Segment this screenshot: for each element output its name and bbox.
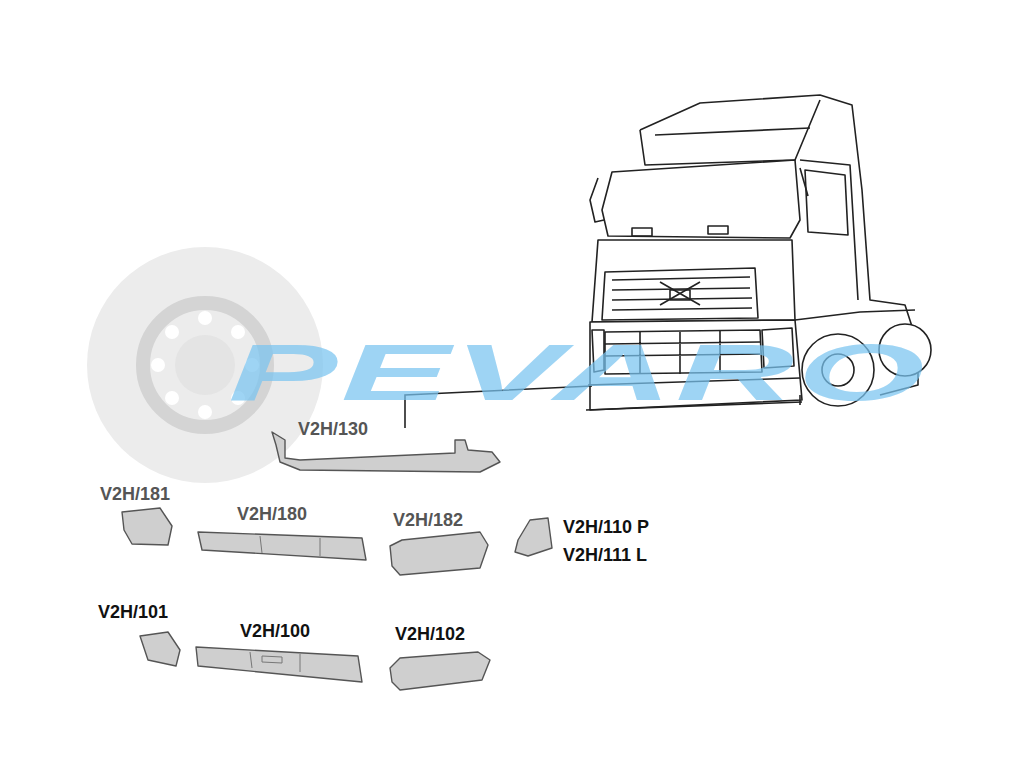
callout-number: V2H/180: [237, 503, 307, 525]
callout-number: V2H/182: [393, 509, 463, 531]
callout-number: V2H/102: [395, 623, 465, 645]
callout-number: V2H/111 L: [563, 544, 647, 566]
bumper-end-left: [122, 508, 172, 545]
spoiler-centre: [196, 647, 362, 682]
callout-number: V2H/130: [298, 418, 368, 440]
callout-number: V2H/101: [98, 601, 168, 623]
bumper-parts: [122, 432, 552, 690]
spoiler-end-left: [140, 632, 180, 666]
spoiler-end-right: [390, 652, 490, 690]
bumper-end-right: [390, 532, 488, 575]
callout-number: V2H/110 P: [563, 516, 649, 538]
callout-number: V2H/100: [240, 620, 310, 642]
bumper-centre-upper: [198, 532, 366, 560]
bumper-corner: [515, 518, 552, 556]
callout-number: V2H/181: [100, 483, 170, 505]
watermark: PEVARO: [228, 332, 928, 412]
